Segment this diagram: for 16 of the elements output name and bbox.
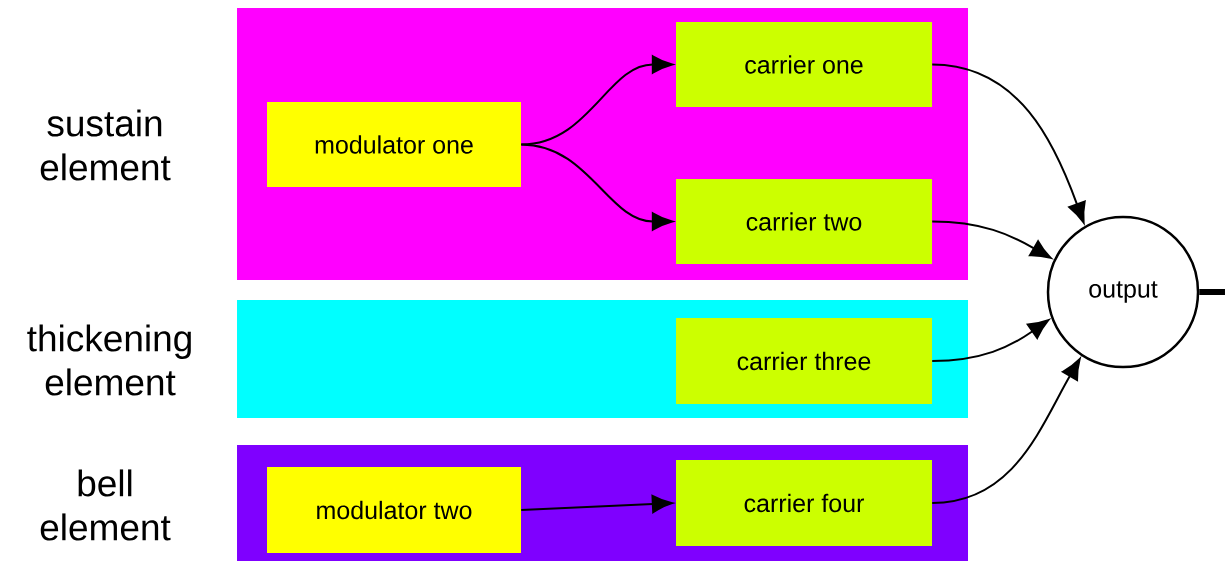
- node-label: thickening element: [27, 324, 191, 396]
- process-box: modulator one: [267, 102, 521, 187]
- process-box: carrier four: [676, 460, 932, 546]
- process-box: modulator two: [267, 467, 521, 553]
- arrow: [931, 358, 1081, 504]
- arrow: [931, 63, 1086, 224]
- process-box: carrier one: [676, 22, 932, 107]
- node-label: bell element: [40, 469, 171, 541]
- process-box: carrier two: [676, 179, 932, 264]
- arrow: [520, 55, 674, 146]
- arrow: [931, 319, 1050, 362]
- arrow: [520, 494, 674, 514]
- arrow: [931, 220, 1052, 259]
- arrow: [520, 143, 674, 231]
- process-box: carrier three: [676, 318, 932, 404]
- node-label: sustain element: [40, 109, 171, 181]
